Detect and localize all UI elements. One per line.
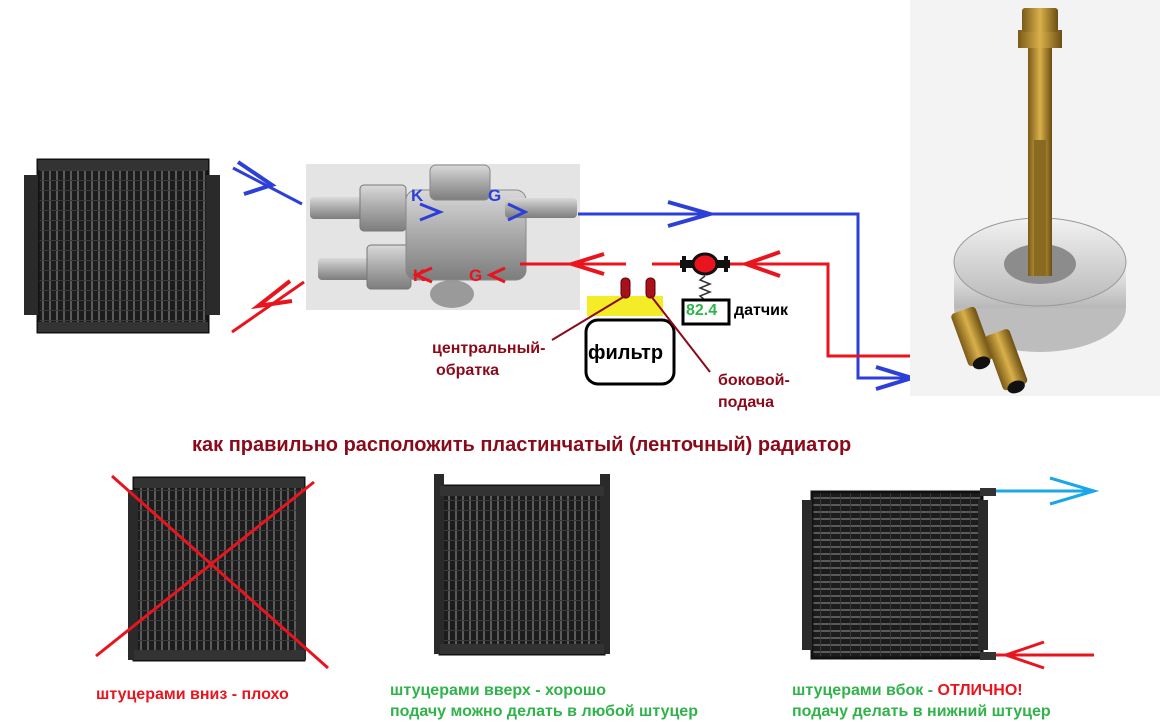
central-port-label-2: обратка xyxy=(436,362,500,379)
caption-best-emph: ОТЛИЧНО! xyxy=(937,682,1023,699)
side-port-label-2: подача xyxy=(718,394,775,411)
sensor-readout-box xyxy=(681,298,731,326)
central-leader xyxy=(551,295,626,341)
oil-filter-adapter-icon xyxy=(910,0,1160,396)
spring-icon xyxy=(697,275,713,301)
cross-icon xyxy=(95,474,329,670)
filter-box xyxy=(584,318,676,386)
caption-best-prefix: штуцерами вбок - xyxy=(792,682,938,699)
radiator-up-icon xyxy=(434,474,610,656)
page-heading: как правильно расположить пластинчатый (… xyxy=(192,434,852,456)
side-supply-arrow xyxy=(996,476,1100,506)
filter-yellow-band xyxy=(587,296,663,316)
side-port-icon xyxy=(645,277,656,299)
caption-good-line1: штуцерами вверх - хорошо xyxy=(390,682,606,699)
supply-line xyxy=(232,160,934,391)
side-port-label-1: боковой- xyxy=(718,372,790,389)
fitting-letter-k-bottom: K xyxy=(413,266,426,285)
central-port-icon xyxy=(620,277,631,299)
caption-best-line1: штуцерами вбок - ОТЛИЧНО! xyxy=(792,682,1023,700)
sensor-value: 82.4 xyxy=(686,302,718,319)
radiator-icon xyxy=(24,158,220,334)
caption-good-line2: подачу можно делать в любой штуцер xyxy=(390,703,698,720)
central-port-label-1: центральный- xyxy=(432,340,546,357)
fitting-letter-k-top: K xyxy=(411,186,424,205)
side-return-arrow xyxy=(996,640,1094,670)
valve-icon xyxy=(680,252,730,276)
fitting-letter-g-bottom: G xyxy=(469,266,483,285)
tee-fitting-icon xyxy=(306,164,580,310)
side-leader xyxy=(650,295,711,373)
fitting-letter-g-top: G xyxy=(488,186,502,205)
caption-best-line2: подачу делать в нижний штуцер xyxy=(792,703,1051,720)
sensor-label: датчик xyxy=(734,302,789,319)
radiator-side-icon xyxy=(802,488,996,660)
radiator-down-icon xyxy=(128,476,306,662)
caption-bad: штуцерами вниз - плохо xyxy=(96,686,289,703)
filter-label: фильтр xyxy=(588,342,664,364)
